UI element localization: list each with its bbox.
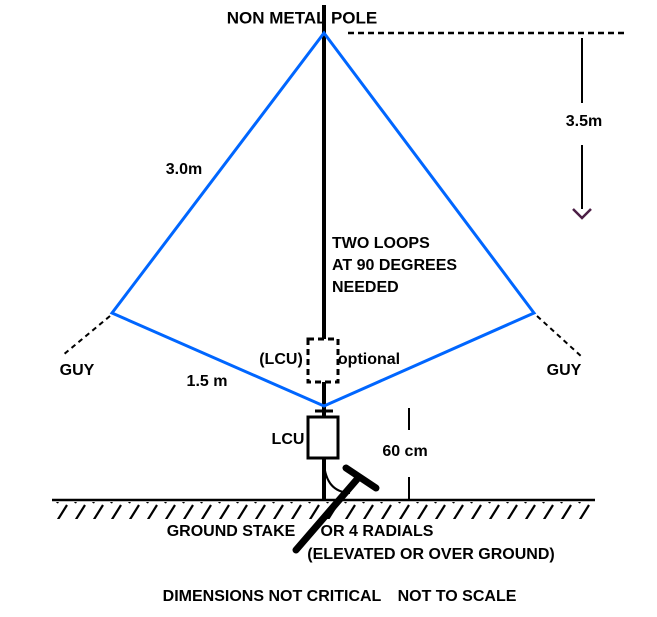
height-dim-arrowhead-icon <box>572 208 592 220</box>
guy-right-label: GUY <box>546 362 582 379</box>
radials-note: (ELEVATED OR OVER GROUND) <box>307 546 555 563</box>
loops-note-line-3: NEEDED <box>332 279 399 296</box>
upper-wire-length-label: 3.0m <box>165 161 203 178</box>
guy-right-line <box>536 315 583 358</box>
lower-wire-length-label: 1.5 m <box>186 373 228 390</box>
radials-label: OR 4 RADIALS <box>320 523 434 540</box>
pole-label: NON METAL POLE <box>226 8 378 28</box>
ground-stake-shaft <box>292 473 363 554</box>
optional-label: optional <box>337 351 401 368</box>
optional-lcu-box <box>306 337 340 384</box>
lcu-box <box>306 415 340 460</box>
loops-note: TWO LOOPS AT 90 DEGREES NEEDED <box>332 233 457 299</box>
loop-wire <box>109 30 537 408</box>
guy-left-line <box>62 315 111 356</box>
loops-note-line-2: AT 90 DEGREES <box>332 257 458 274</box>
lcu-height-label: 60 cm <box>382 443 428 460</box>
footer-note-scale: NOT TO SCALE <box>397 588 517 605</box>
guy-left-label: GUY <box>59 362 95 379</box>
ground-hatching <box>55 502 590 519</box>
lcu-label: LCU <box>271 431 305 448</box>
optional-lcu-label: (LCU) <box>259 351 303 368</box>
ground-stake-label: GROUND STAKE <box>166 523 296 540</box>
footer-note-dimensions: DIMENSIONS NOT CRITICAL <box>162 588 382 605</box>
pole-height-label: 3.5m <box>565 113 603 130</box>
loops-note-line-1: TWO LOOPS <box>332 235 430 252</box>
ground-stake-cap <box>342 464 380 492</box>
